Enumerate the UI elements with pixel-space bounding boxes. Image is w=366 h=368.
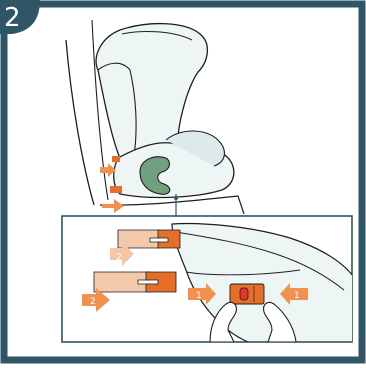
callout-push-front: 2 bbox=[90, 297, 96, 307]
callout-release-left: 1 bbox=[196, 291, 202, 301]
headrest-wing bbox=[97, 62, 137, 157]
release-button-icon bbox=[239, 287, 249, 301]
detail-seat-seam bbox=[175, 231, 345, 291]
isofix-connector-lower bbox=[145, 271, 177, 293]
vehicle-seat-back bbox=[65, 39, 95, 206]
arrow-right-icon bbox=[188, 283, 216, 305]
connector-marker-upper bbox=[112, 156, 120, 162]
detail-leader-dot bbox=[174, 196, 178, 200]
hand-left bbox=[209, 301, 237, 342]
callout-release-right: 1 bbox=[294, 291, 300, 301]
arrow-right-icon bbox=[110, 242, 134, 266]
headrest-top bbox=[121, 31, 193, 41]
isofix-connector-upper bbox=[157, 229, 181, 249]
booster-backrest bbox=[95, 22, 208, 159]
adjustment-handle bbox=[139, 156, 171, 195]
step-badge bbox=[0, 0, 40, 34]
connector-marker-lower bbox=[110, 186, 122, 193]
detail-seat-seam-lower bbox=[185, 269, 301, 276]
step-number: 2 bbox=[4, 3, 21, 33]
vehicle-seat-back-inner bbox=[91, 19, 109, 201]
armrest bbox=[165, 130, 225, 167]
arrow-right-icon bbox=[102, 199, 124, 213]
arrow-right-icon bbox=[100, 163, 116, 177]
callout-push-rear: 2 bbox=[116, 253, 122, 263]
arrow-right-icon bbox=[82, 288, 110, 312]
hand-right bbox=[263, 301, 297, 342]
detail-seat-base bbox=[171, 222, 352, 342]
arrow-left-icon bbox=[280, 283, 308, 305]
